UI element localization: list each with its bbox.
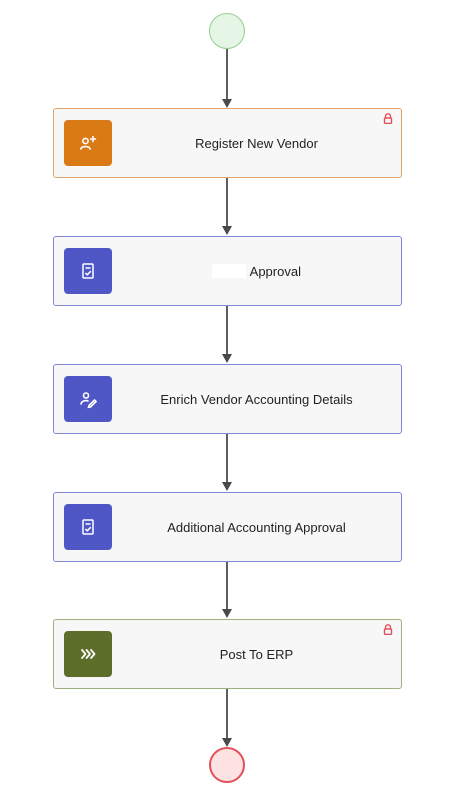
task-approval[interactable]: Approval	[53, 236, 402, 306]
task-enrich-vendor-accounting-details[interactable]: Enrich Vendor Accounting Details	[53, 364, 402, 434]
arrowhead	[222, 99, 232, 108]
lock-icon	[383, 113, 393, 124]
task-label: Approval	[120, 237, 393, 305]
arrowhead	[222, 482, 232, 491]
task-label-text: Approval	[249, 263, 301, 279]
task-post-to-erp[interactable]: Post To ERP	[53, 619, 402, 689]
task-label: Additional Accounting Approval	[167, 519, 346, 535]
connector-line	[226, 689, 228, 738]
approval-document-icon	[64, 504, 112, 550]
task-label: Enrich Vendor Accounting Details	[160, 391, 353, 407]
connector-line	[226, 178, 228, 226]
connector-line	[226, 434, 228, 482]
connector-line	[226, 49, 228, 99]
task-label: Post To ERP	[219, 646, 294, 662]
start-event[interactable]	[209, 13, 245, 49]
chevrons-right-icon	[64, 631, 112, 677]
edit-user-icon	[64, 376, 112, 422]
arrowhead	[222, 738, 232, 747]
connector-line	[226, 306, 228, 354]
task-register-new-vendor[interactable]: Register New Vendor	[53, 108, 402, 178]
arrowhead	[222, 226, 232, 235]
redacted-text	[212, 264, 247, 278]
approval-document-icon	[64, 248, 112, 294]
lock-icon	[383, 624, 393, 635]
task-additional-accounting-approval[interactable]: Additional Accounting Approval	[53, 492, 402, 562]
connector-line	[226, 562, 228, 609]
arrowhead	[222, 354, 232, 363]
add-user-icon	[64, 120, 112, 166]
arrowhead	[222, 609, 232, 618]
end-event[interactable]	[209, 747, 245, 783]
task-label: Register New Vendor	[195, 135, 318, 151]
